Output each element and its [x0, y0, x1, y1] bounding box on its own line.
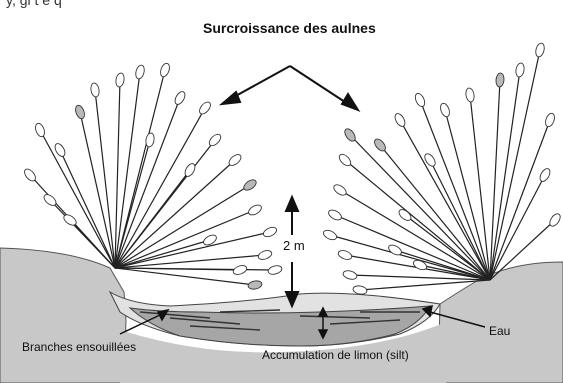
- water-label: Eau: [489, 324, 510, 338]
- clipped-header-text: y, gi t e q: [6, 0, 62, 8]
- height-label: 2 m: [283, 238, 305, 253]
- right-alder-branches: [330, 50, 555, 290]
- buried-branches-label: Branches ensouillées: [22, 340, 136, 354]
- title-arrows: [222, 66, 358, 110]
- ground-right: [438, 262, 563, 383]
- diagram-title: Surcroissance des aulnes: [203, 20, 376, 36]
- ground-left: [0, 248, 126, 383]
- clipped-header: [0, 0, 563, 14]
- silt-label: Accumulation de limon (silt): [262, 348, 409, 362]
